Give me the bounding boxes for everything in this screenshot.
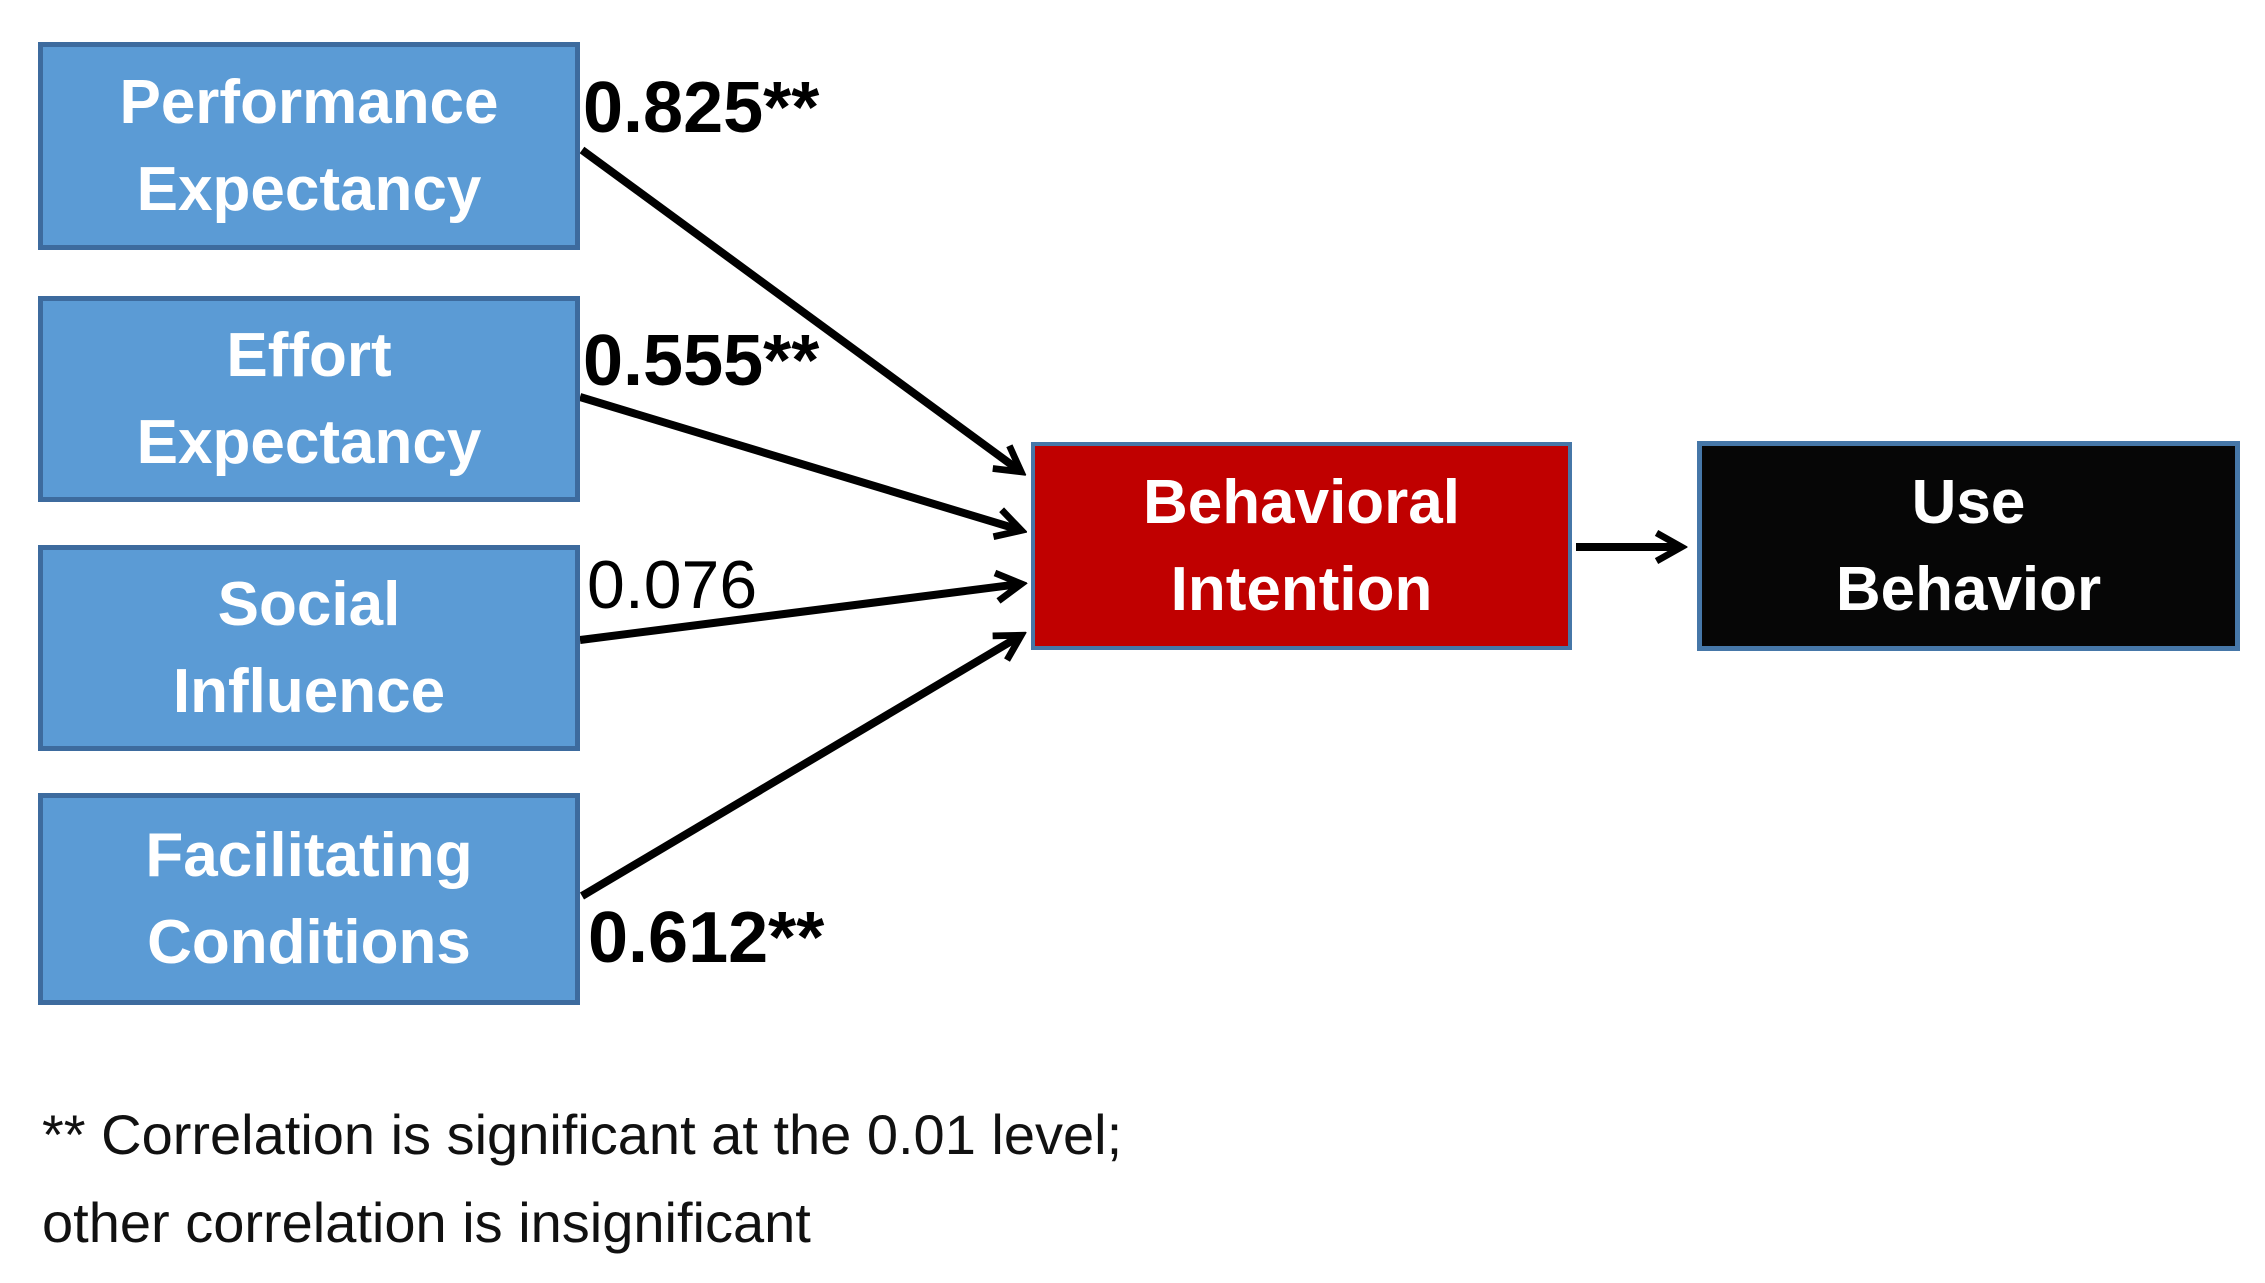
node-behavioral-intention-label: Behavioral Intention: [1142, 468, 1461, 624]
significance-footnote: ** Correlation is significant at the 0.0…: [42, 1103, 1123, 1254]
node-use-behavior-label: Use Behavior: [1835, 468, 2102, 624]
path-social-to-behavioral-intention: [579, 584, 1020, 644]
node-facilitating-conditions-label: Facilitating Conditions: [145, 821, 473, 977]
coefficient-performance-expectancy: 0.825**: [583, 68, 820, 148]
path-facilitating-to-behavioral-intention: [579, 636, 1020, 900]
node-performance-expectancy: Performance Expectancy: [38, 42, 580, 250]
node-use-behavior: Use Behavior: [1697, 441, 2240, 651]
coefficient-effort-expectancy: 0.555**: [583, 321, 820, 401]
coefficient-social-influence: 0.076: [587, 547, 758, 623]
node-facilitating-conditions: Facilitating Conditions: [38, 793, 580, 1005]
path-effort-to-behavioral-intention: [578, 393, 1020, 530]
node-social-influence-label: Social Influence: [172, 570, 446, 726]
node-social-influence: Social Influence: [38, 545, 580, 751]
node-effort-expectancy: Effort Expectancy: [38, 296, 580, 502]
node-performance-expectancy-label: Performance Expectancy: [119, 68, 499, 224]
coefficient-facilitating-conditions: 0.612**: [588, 898, 825, 978]
path-performance-to-behavioral-intention: [579, 146, 1020, 471]
node-behavioral-intention: Behavioral Intention: [1031, 442, 1572, 650]
node-effort-expectancy-label: Effort Expectancy: [136, 321, 482, 477]
